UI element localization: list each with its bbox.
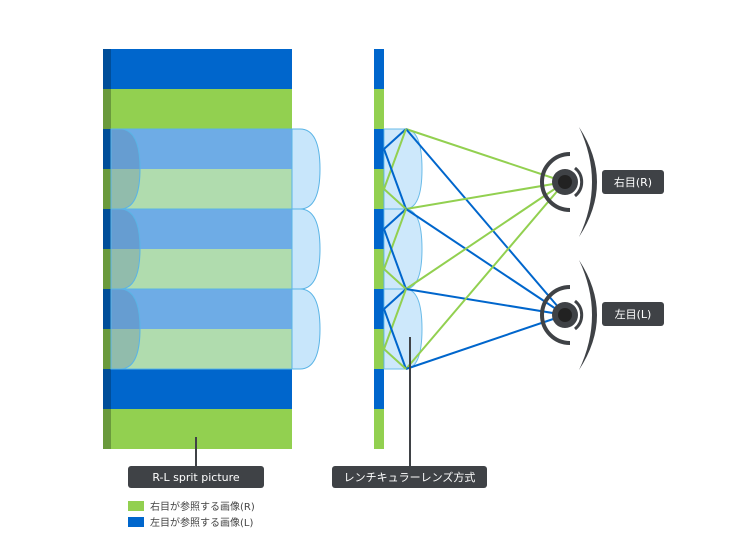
picture-stripe-edge: [103, 289, 111, 329]
cylinder-right-cap: [291, 288, 321, 370]
eye-outer-ring: [540, 285, 571, 345]
cylinder-left-cap: [110, 288, 141, 370]
legend-label-right: 右目が参照する画像(R): [150, 502, 255, 513]
legend-swatch-left: [128, 516, 144, 527]
picture-stripe-edge: [103, 89, 111, 129]
ray-left: [383, 308, 407, 370]
strip-stripe-R: [374, 329, 384, 369]
right-eye-label: 右目(R): [602, 170, 664, 194]
ray-right: [383, 268, 407, 290]
right-eye-icon: [540, 127, 597, 237]
cylinder-left-cap: [110, 128, 141, 210]
strip-stripe-L: [374, 369, 384, 409]
ray-right: [405, 181, 566, 210]
ray-right: [405, 128, 566, 183]
legend-item-left: 左目が参照する画像(L): [128, 514, 253, 529]
picture-stripe-R: [103, 409, 292, 449]
cylinder-body: [111, 209, 292, 289]
legend-swatch-right: [128, 500, 144, 511]
picture-stripe-edge: [103, 369, 111, 409]
left-eye-label: 左目(L): [602, 302, 664, 326]
light-rays: [383, 128, 566, 370]
eye-lid: [579, 260, 597, 370]
ray-left: [405, 128, 566, 316]
ray-left: [383, 208, 407, 230]
strip-stripe-L: [374, 49, 384, 89]
picture-stripe-L: [103, 369, 292, 409]
ray-right: [405, 181, 566, 290]
legend-label-left: 左目が参照する画像(L): [150, 518, 254, 529]
ray-right: [405, 181, 566, 370]
eye-pupil: [558, 175, 572, 189]
ray-right: [383, 288, 407, 350]
picture-stripe-edge: [103, 129, 111, 169]
picture-stripe-edge: [103, 249, 111, 289]
strip-stripe-L: [374, 209, 384, 249]
strip-stripe-R: [374, 169, 384, 209]
strip-stripe-R: [374, 89, 384, 129]
ray-right: [383, 188, 407, 210]
cylinder-body: [111, 289, 292, 369]
cylinder-body: [111, 129, 292, 209]
picture-stripe-edge: [103, 209, 111, 249]
eye-lid: [579, 127, 597, 237]
left-eye-icon: [540, 260, 597, 370]
strip-stripe-L: [374, 129, 384, 169]
legend-item-right: 右目が参照する画像(R): [128, 498, 255, 513]
ray-left: [383, 228, 407, 290]
ray-right: [383, 128, 407, 190]
lens-method-label: レンチキュラーレンズ方式: [332, 466, 487, 488]
pointer-lines: [195, 337, 411, 466]
lens-sheet-strip: [374, 49, 423, 449]
strip-stripe-L: [374, 289, 384, 329]
eye-pupil: [558, 308, 572, 322]
lenticular-lens: [383, 208, 423, 290]
ray-left: [405, 208, 566, 316]
strip-stripe-R: [374, 409, 384, 449]
picture-stripe-edge: [103, 49, 111, 89]
strip-stripe-R: [374, 249, 384, 289]
ray-left: [405, 314, 566, 370]
ray-left: [405, 288, 566, 316]
ray-left: [383, 148, 407, 210]
eye-inner-ring: [573, 166, 584, 198]
picture-stripe-L: [103, 49, 292, 89]
ray-right: [383, 208, 407, 270]
cylinder-right-cap: [291, 128, 321, 210]
ray-right: [383, 348, 407, 370]
picture-lens-cylinders: [110, 128, 321, 370]
picture-stripe-edge: [103, 329, 111, 369]
eye-outer-ring: [540, 152, 571, 212]
picture-stripe-R: [103, 89, 292, 129]
cylinder-left-cap: [110, 208, 141, 290]
picture-label: R-L sprit picture: [128, 466, 264, 488]
ray-left: [383, 288, 407, 310]
picture-stripe-edge: [103, 409, 111, 449]
eyes: [540, 127, 597, 370]
eye-inner-ring: [573, 299, 584, 331]
picture-stripe-edge: [103, 169, 111, 209]
ray-left: [383, 128, 407, 150]
cylinder-right-cap: [291, 208, 321, 290]
